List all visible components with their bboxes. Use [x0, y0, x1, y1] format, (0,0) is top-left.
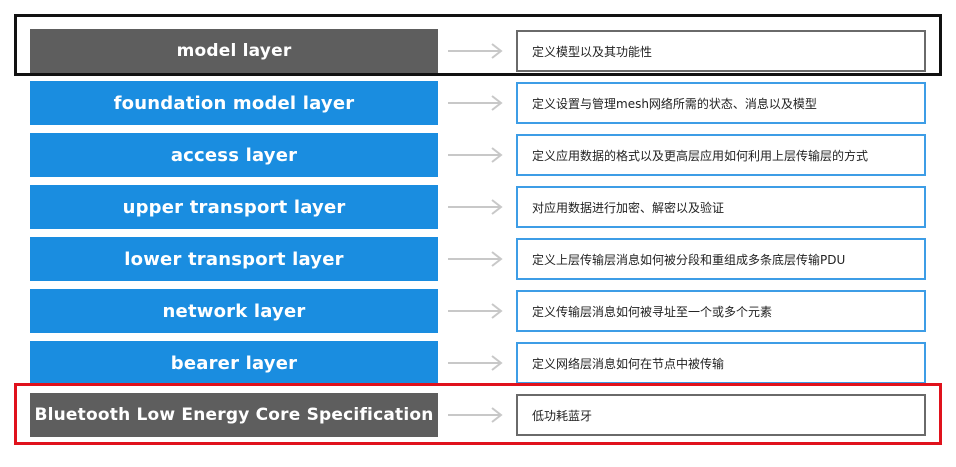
layer-box-bearer: bearer layer: [30, 341, 438, 385]
arrow-right-icon: [448, 95, 503, 111]
layer-box-foundation-model: foundation model layer: [30, 81, 438, 125]
layer-row-model: model layer 定义模型以及其功能性: [0, 29, 956, 73]
layer-description-model: 定义模型以及其功能性: [516, 30, 926, 72]
layer-description-foundation-model: 定义设置与管理mesh网络所需的状态、消息以及模型: [516, 82, 926, 124]
arrow-right-icon: [448, 251, 503, 267]
layer-box-model: model layer: [30, 29, 438, 73]
arrow-right-icon: [448, 407, 503, 423]
layer-row-upper-transport: upper transport layer 对应用数据进行加密、解密以及验证: [0, 185, 956, 229]
arrow-right-icon: [448, 43, 503, 59]
layer-box-lower-transport: lower transport layer: [30, 237, 438, 281]
layer-row-ble-core: Bluetooth Low Energy Core Specification …: [0, 393, 956, 437]
layer-description-lower-transport: 定义上层传输层消息如何被分段和重组成多条底层传输PDU: [516, 238, 926, 280]
layer-description-network: 定义传输层消息如何被寻址至一个或多个元素: [516, 290, 926, 332]
arrow-right-icon: [448, 303, 503, 319]
layer-row-lower-transport: lower transport layer 定义上层传输层消息如何被分段和重组成…: [0, 237, 956, 281]
arrow-right-icon: [448, 199, 503, 215]
layer-row-foundation-model: foundation model layer 定义设置与管理mesh网络所需的状…: [0, 81, 956, 125]
layer-description-ble-core: 低功耗蓝牙: [516, 394, 926, 436]
layer-box-upper-transport: upper transport layer: [30, 185, 438, 229]
layer-description-access: 定义应用数据的格式以及更高层应用如何利用上层传输层的方式: [516, 134, 926, 176]
layer-row-access: access layer 定义应用数据的格式以及更高层应用如何利用上层传输层的方…: [0, 133, 956, 177]
arrow-right-icon: [448, 147, 503, 163]
arrow-right-icon: [448, 355, 503, 371]
layer-box-network: network layer: [30, 289, 438, 333]
layer-box-ble-core: Bluetooth Low Energy Core Specification: [30, 393, 438, 437]
layer-description-bearer: 定义网络层消息如何在节点中被传输: [516, 342, 926, 384]
layer-box-access: access layer: [30, 133, 438, 177]
layer-row-bearer: bearer layer 定义网络层消息如何在节点中被传输: [0, 341, 956, 385]
layer-description-upper-transport: 对应用数据进行加密、解密以及验证: [516, 186, 926, 228]
layer-row-network: network layer 定义传输层消息如何被寻址至一个或多个元素: [0, 289, 956, 333]
